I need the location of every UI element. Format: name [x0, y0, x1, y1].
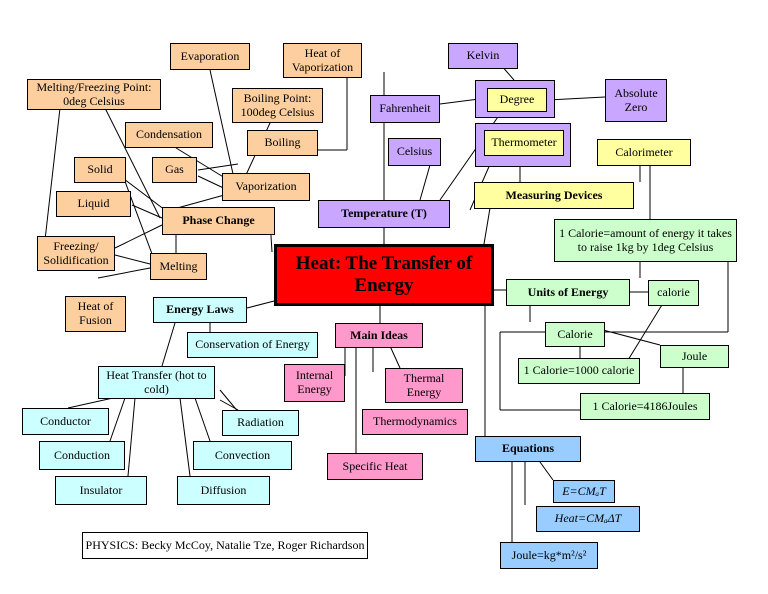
big-calorie-node: Calorie	[545, 322, 605, 347]
joule-equation-node: Joule=kg*m²/s²	[500, 542, 598, 569]
calorie-conversion-node: 1 Calorie=1000 calorie	[518, 358, 640, 384]
fahrenheit-node: Fahrenheit	[370, 95, 440, 123]
freezing-solidification-node: Freezing/ Solidification	[37, 236, 115, 271]
temperature-node: Temperature (T)	[318, 200, 450, 228]
internal-energy-node: Internal Energy	[284, 364, 345, 402]
radiation-node: Radiation	[222, 410, 299, 436]
diffusion-node: Diffusion	[177, 476, 270, 505]
gas-node: Gas	[152, 157, 197, 183]
energy-laws-node: Energy Laws	[153, 297, 247, 323]
specific-heat-node: Specific Heat	[327, 453, 423, 480]
conduction-node: Conduction	[39, 441, 125, 470]
conservation-node: Conservation of Energy	[187, 332, 318, 358]
melting-freezing-point-node: Melting/Freezing Point: 0deg Celsius	[27, 79, 161, 110]
melting-node: Melting	[150, 253, 207, 280]
main-ideas-node: Main Ideas	[335, 323, 423, 348]
boiling-point-node: Boiling Point: 100deg Celsius	[232, 88, 323, 123]
heat-of-vaporization-node: Heat of Vaporization	[283, 43, 362, 78]
condensation-node: Condensation	[125, 122, 213, 148]
energy-equation-node: E=CMₐT	[553, 480, 615, 503]
central-topic-node: Heat: The Transfer of Energy	[274, 244, 494, 306]
heat-equation-node: Heat=CMₐΔT	[536, 506, 640, 532]
solid-node: Solid	[74, 157, 126, 183]
phase-change-node: Phase Change	[162, 207, 275, 235]
calorie-definition-node: 1 Calorie=amount of energy it takes to r…	[554, 219, 737, 262]
celsius-node: Celsius	[388, 138, 441, 166]
convection-node: Convection	[193, 441, 292, 470]
absolute-zero-node: Absolute Zero	[605, 79, 667, 122]
thermometer-node: Thermometer	[484, 130, 564, 156]
thermodynamics-node: Thermodynamics	[362, 409, 468, 435]
insulator-node: Insulator	[55, 476, 147, 505]
measuring-devices-node: Measuring Devices	[474, 182, 634, 209]
liquid-node: Liquid	[56, 191, 131, 217]
equations-node: Equations	[475, 436, 581, 462]
kelvin-node: Kelvin	[448, 43, 518, 69]
joule-conversion-node: 1 Calorie=4186Joules	[580, 393, 710, 420]
joule-node: Joule	[660, 345, 729, 368]
conductor-node: Conductor	[22, 408, 109, 435]
degree-node: Degree	[487, 88, 547, 112]
heat-of-fusion-node: Heat of Fusion	[65, 296, 126, 332]
boiling-node: Boiling	[247, 130, 318, 156]
thermal-energy-node: Thermal Energy	[385, 368, 463, 403]
small-calorie-node: calorie	[648, 280, 699, 306]
evaporation-node: Evaporation	[170, 43, 250, 70]
vaporization-node: Vaporization	[222, 173, 310, 201]
credits-box: PHYSICS: Becky McCoy, Natalie Tze, Roger…	[82, 532, 368, 559]
units-of-energy-node: Units of Energy	[506, 279, 630, 306]
heat-transfer-node: Heat Transfer (hot to cold)	[98, 366, 215, 399]
calorimeter-node: Calorimeter	[597, 139, 691, 166]
